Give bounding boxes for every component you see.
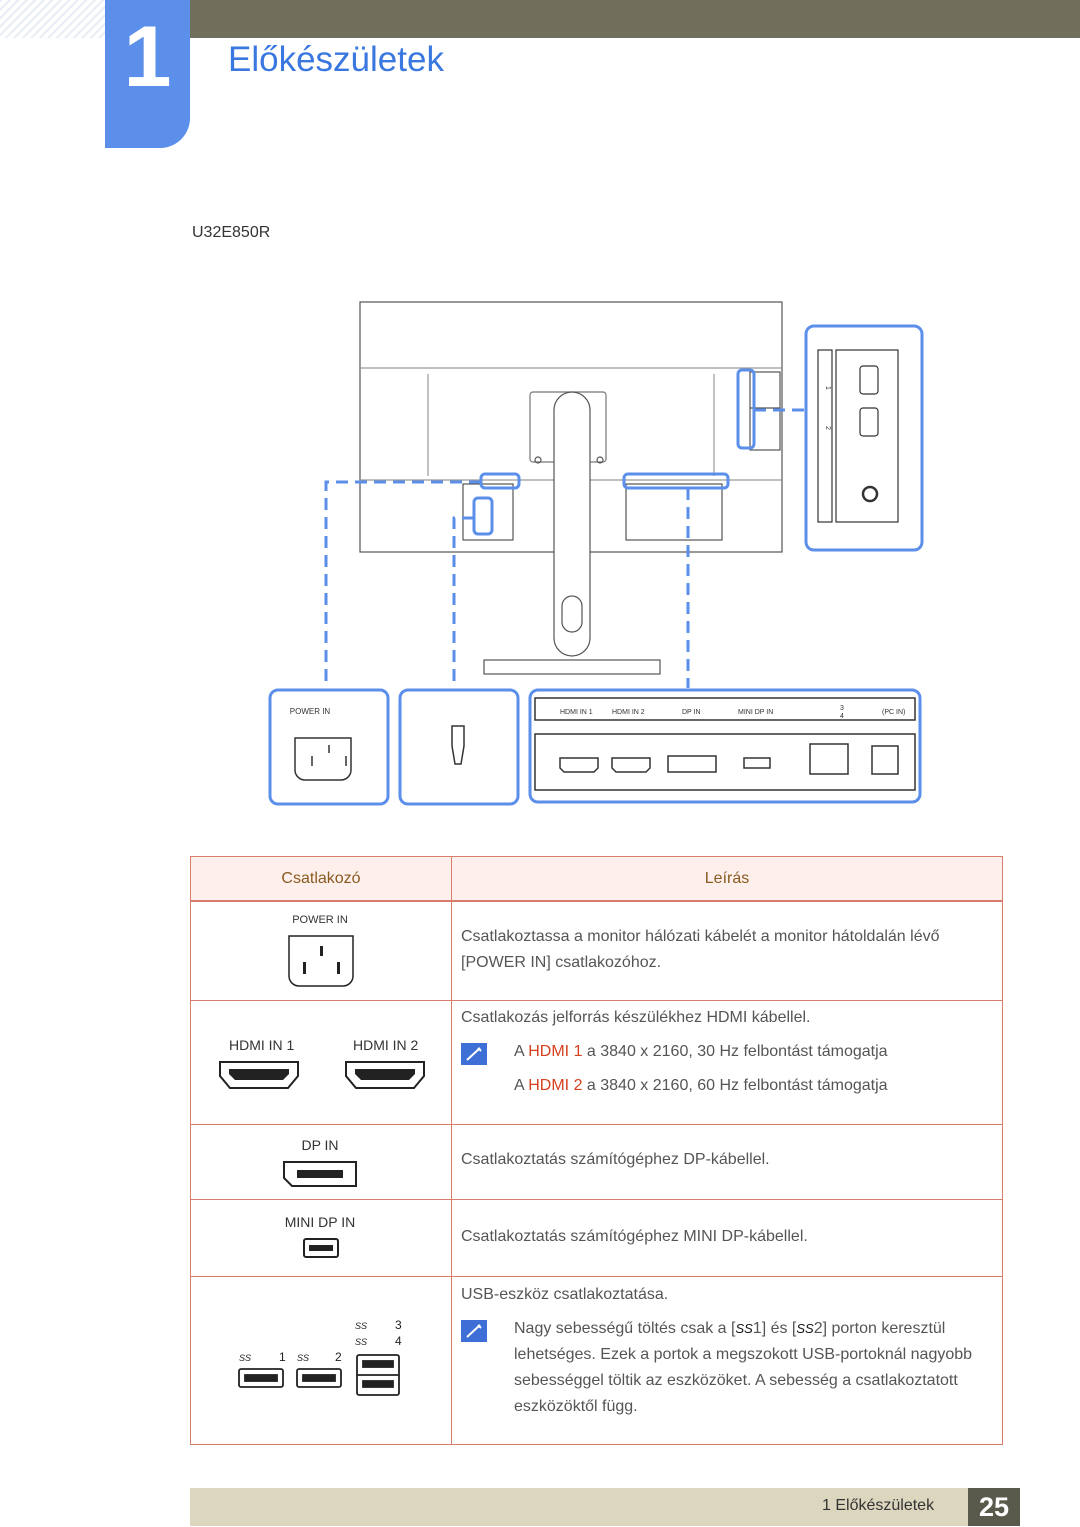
footer-band: [190, 1488, 968, 1526]
mini-dp-in-label: MINI DP IN: [284, 1213, 356, 1230]
hdmi1-label: HDMI IN 1: [229, 1036, 295, 1053]
power-in-label: POWER IN: [292, 914, 348, 926]
table-row: DP IN Csatlakoztatás számítógéphez DP-ká…: [190, 1123, 1003, 1200]
page-number: 25: [968, 1488, 1020, 1526]
usb4-label: 4: [395, 1334, 402, 1348]
usb3-label: 3: [395, 1319, 402, 1332]
header-connector: Csatlakozó: [190, 856, 452, 902]
description-cell: Csatlakoztassa a monitor hálózati kábelé…: [451, 900, 1003, 1001]
usb-charge-icon: SS: [735, 1320, 753, 1336]
dp-in-label: DP IN: [301, 1136, 339, 1153]
displayport-icon: [283, 1160, 357, 1187]
note-icon: [461, 1319, 487, 1342]
note-icon: [461, 1042, 487, 1065]
hdmi2-label: HDMI IN 2: [353, 1036, 419, 1053]
description-cell: Csatlakoztatás számítógéphez DP-kábellel…: [451, 1123, 1003, 1200]
diagram-pcin-label: (PC IN): [882, 709, 905, 716]
description-cell: USB-eszköz csatlakoztatása. Nagy sebessé…: [451, 1275, 1003, 1445]
table-row: 3 4 1 2 SS SS SS SS USB-eszköz csatlakoztat…: [190, 1275, 1003, 1445]
hdmi1-port-icon: [219, 1060, 299, 1089]
mini-displayport-icon: [303, 1237, 339, 1258]
monitor-back-diagram: POWER IN HDMI IN 1 HDMI IN 2 DP IN MINI …: [268, 301, 924, 806]
chapter-title: Előkészületek: [228, 40, 444, 79]
chapter-badge: [105, 0, 190, 148]
diagram-side-usb2-label: 2: [824, 426, 831, 430]
usb-ports-icon: 3 4 1 2 SS SS SS SS: [238, 1319, 402, 1396]
connector-table: Csatlakozó Leírás POWER IN Csatlakoztass…: [190, 856, 1003, 1445]
header-bar: [190, 0, 1080, 38]
usb-description: USB-eszköz csatlakoztatása.: [461, 1285, 669, 1303]
usb1-label: 1: [279, 1350, 286, 1364]
hdmi2-port-icon: [345, 1060, 425, 1089]
svg-text:SS: SS: [239, 1353, 251, 1363]
table-row: POWER IN Csatlakoztassa a monitor hálóza…: [190, 900, 1003, 1001]
note: A HDMI 2 a 3840 x 2160, 60 Hz felbontást…: [514, 1076, 888, 1094]
hdmi1-highlight: HDMI 1: [528, 1042, 583, 1060]
svg-text:SS: SS: [355, 1337, 367, 1347]
connector-cell: 3 4 1 2 SS SS SS SS: [190, 1275, 452, 1445]
diagram-usb4-label: 4: [840, 713, 844, 720]
table-row: HDMI IN 1 HDMI IN 2 Csatlakozás jelforrá…: [190, 999, 1003, 1125]
header-description: Leírás: [451, 856, 1003, 902]
svg-text:SS: SS: [297, 1353, 309, 1363]
description-cell: Csatlakoztatás számítógéphez MINI DP-káb…: [451, 1198, 1003, 1277]
connector-cell: POWER IN: [190, 900, 452, 1001]
diagram-hdmi2-label: HDMI IN 2: [612, 709, 645, 716]
hdmi2-highlight: HDMI 2: [528, 1076, 583, 1094]
diagram-usb3-label: 3: [840, 705, 844, 712]
connector-cell: HDMI IN 1 HDMI IN 2: [190, 999, 452, 1125]
diagram-minidp-label: MINI DP IN: [738, 709, 773, 716]
usb2-label: 2: [335, 1350, 342, 1364]
note: A HDMI 1 a 3840 x 2160, 30 Hz felbontást…: [461, 1039, 994, 1065]
table-row: MINI DP IN Csatlakoztatás számítógéphez …: [190, 1198, 1003, 1277]
svg-text:SS: SS: [355, 1321, 367, 1331]
hdmi-description: Csatlakozás jelforrás készülékhez HDMI k…: [461, 1008, 811, 1026]
footer-chapter-label: 1 Előkészületek: [822, 1497, 935, 1514]
diagram-power-label: POWER IN: [290, 707, 331, 716]
diagram-dp-label: DP IN: [682, 709, 701, 716]
model-name: U32E850R: [192, 224, 271, 241]
power-socket-icon: [288, 935, 354, 987]
connector-cell: DP IN: [190, 1123, 452, 1200]
header-hatch: [0, 0, 105, 38]
description-cell: Csatlakozás jelforrás készülékhez HDMI k…: [451, 999, 1003, 1125]
usb-charge-icon: SS: [796, 1320, 814, 1336]
connector-cell: MINI DP IN: [190, 1198, 452, 1277]
diagram-side-usb1-label: 1: [824, 386, 831, 390]
note: Nagy sebességű töltés csak a [SS1] és [S…: [461, 1316, 994, 1420]
chapter-number: 1: [123, 9, 172, 105]
diagram-hdmi1-label: HDMI IN 1: [560, 709, 593, 716]
